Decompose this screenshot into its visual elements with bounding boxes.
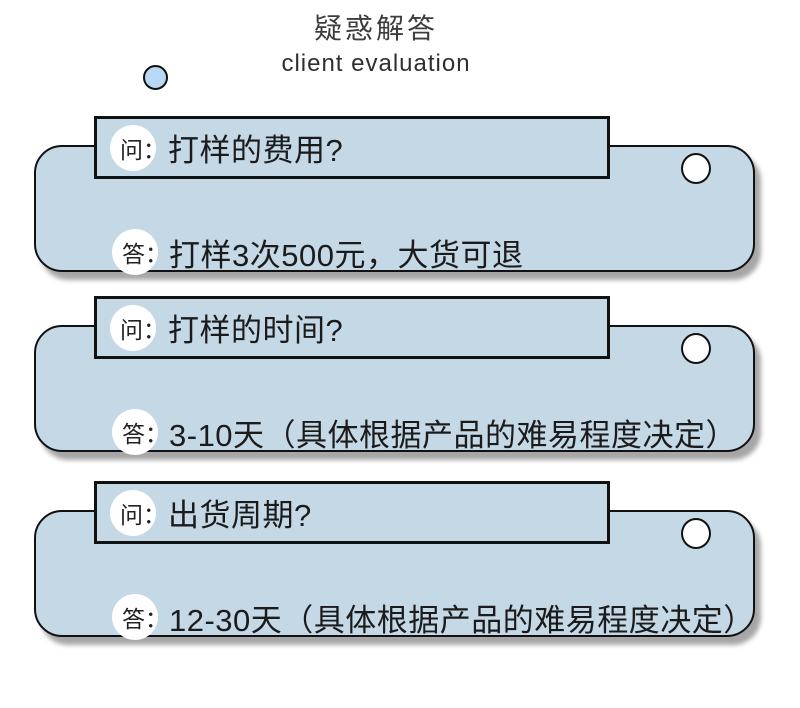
question-badge-label: 问：	[120, 316, 166, 343]
question-badge-label: 问：	[120, 501, 166, 528]
question-box-1: 问： 打样的费用?	[94, 116, 610, 179]
answer-text: 打样3次500元，大货可退	[169, 237, 524, 273]
page-title: 疑惑解答	[313, 13, 438, 44]
question-text: 出货周期?	[168, 498, 312, 533]
question-text: 打样的时间?	[168, 313, 344, 348]
question-box-3: 问： 出货周期?	[94, 481, 610, 544]
decorative-dot	[143, 65, 168, 90]
badge-circle-icon	[110, 489, 156, 536]
badge-circle-icon	[110, 124, 156, 171]
question-badge: 问：	[110, 304, 166, 351]
qa-card-3: 答： 12-30天（具体根据产品的难易程度决定） 问： 出货周期?	[34, 481, 755, 640]
answer-badge: 答：	[112, 594, 168, 640]
question-badge: 问：	[110, 489, 166, 536]
question-badge: 问：	[110, 124, 166, 171]
answer-row-1: 答： 打样3次500元，大货可退	[112, 229, 523, 275]
question-box-2: 问： 打样的时间?	[94, 296, 610, 359]
badge-circle-icon	[112, 409, 158, 455]
question-badge-label: 问：	[120, 136, 166, 163]
answer-text: 12-30天（具体根据产品的难易程度决定）	[169, 602, 755, 638]
answer-badge: 答：	[112, 229, 168, 275]
pin-circle-icon	[681, 153, 711, 184]
answer-row-3: 答： 12-30天（具体根据产品的难易程度决定）	[112, 594, 755, 640]
answer-badge-label: 答：	[122, 606, 168, 632]
answer-panel-3: 答： 12-30天（具体根据产品的难易程度决定）	[34, 510, 755, 640]
pin-circle-icon	[681, 333, 711, 364]
answer-badge-label: 答：	[122, 241, 168, 267]
badge-circle-icon	[110, 304, 156, 351]
question-text: 打样的费用?	[168, 133, 344, 168]
pin-circle-icon	[681, 518, 711, 549]
page-subtitle: client evaluation	[281, 50, 471, 77]
badge-circle-icon	[112, 229, 158, 275]
answer-text: 3-10天（具体根据产品的难易程度决定）	[169, 417, 738, 453]
qa-card-2: 答： 3-10天（具体根据产品的难易程度决定） 问： 打样的时间?	[34, 296, 755, 455]
answer-badge-label: 答：	[122, 421, 168, 447]
header: 疑惑解答 client evaluation	[0, 12, 752, 78]
qa-card-1: 答： 打样3次500元，大货可退 问： 打样的费用?	[34, 116, 755, 275]
badge-circle-icon	[112, 594, 158, 640]
answer-badge: 答：	[112, 409, 168, 455]
answer-row-2: 答： 3-10天（具体根据产品的难易程度决定）	[112, 409, 737, 455]
